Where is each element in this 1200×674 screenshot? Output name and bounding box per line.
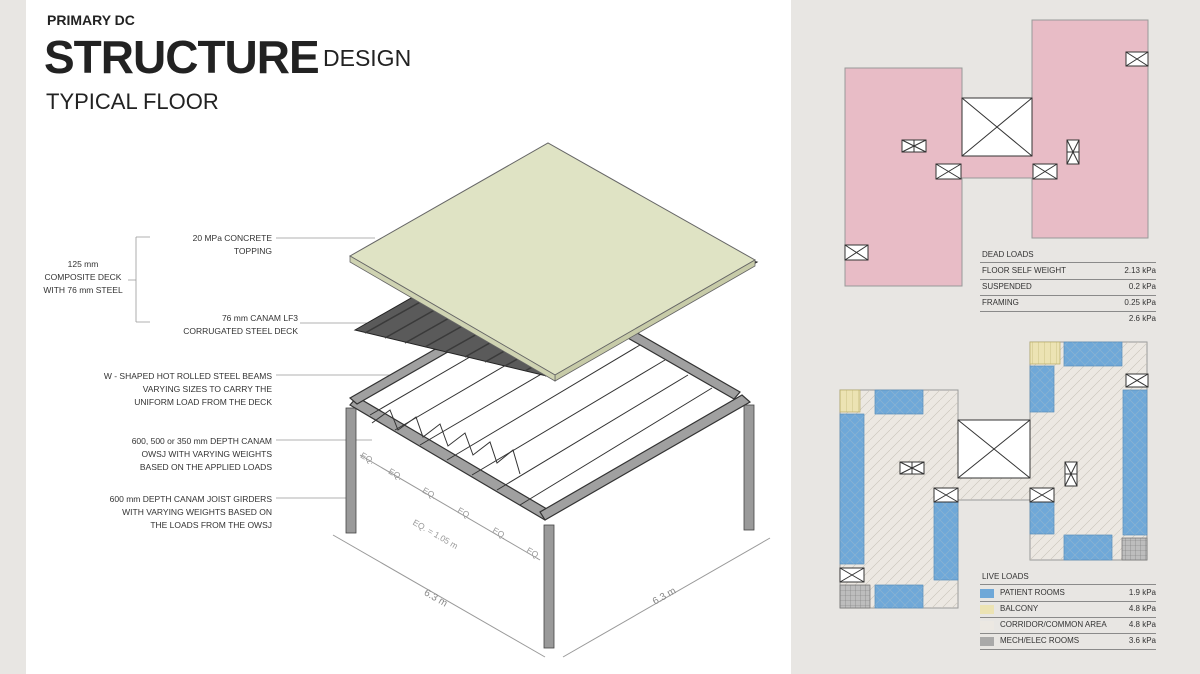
- page-title: STRUCTURE: [44, 31, 320, 83]
- live-loads-title: LIVE LOADS: [982, 572, 1029, 581]
- project-eyebrow: PRIMARY DC: [47, 12, 135, 28]
- mech-swatch: [980, 637, 994, 646]
- patient-swatch: [980, 589, 994, 598]
- steel-columns: [345, 404, 755, 649]
- page-subtitle: TYPICAL FLOOR: [46, 89, 219, 114]
- dead-loads-total: 2.6 kPa: [1128, 314, 1156, 323]
- balcony-swatch: [980, 605, 994, 614]
- corridor-swatch: [980, 621, 994, 630]
- page-title-suffix: DESIGN: [323, 45, 412, 71]
- dimension-lines: [332, 454, 771, 658]
- dead-loads-title: DEAD LOADS: [982, 250, 1034, 259]
